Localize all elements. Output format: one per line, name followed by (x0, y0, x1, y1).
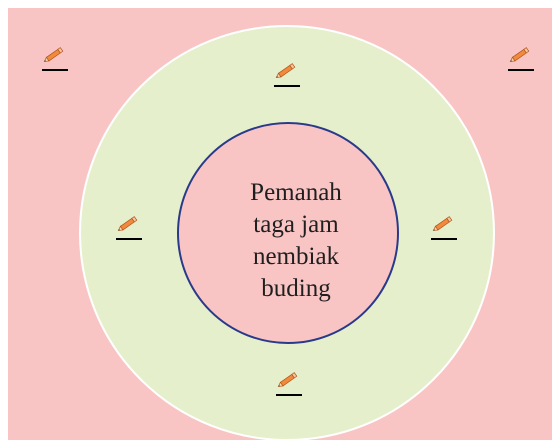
pencil-icon (276, 372, 302, 396)
pencil-icon (508, 47, 534, 71)
circle-map-diagram: Pemanah taga jam nembiak buding (8, 8, 552, 440)
pencil-icon (116, 216, 142, 240)
answer-slot-ring-right[interactable] (427, 213, 461, 243)
pencil-icon (431, 216, 457, 240)
answer-slot-outside-top-right[interactable] (504, 44, 538, 74)
answer-slot-ring-top[interactable] (270, 60, 304, 90)
pencil-icon (274, 63, 300, 87)
diagram-canvas (8, 8, 552, 440)
answer-slot-ring-left[interactable] (112, 213, 146, 243)
answer-slot-outside-top-left[interactable] (38, 44, 72, 74)
answer-slot-ring-bottom[interactable] (272, 369, 306, 399)
inner-circle (177, 122, 399, 344)
pencil-icon (42, 47, 68, 71)
